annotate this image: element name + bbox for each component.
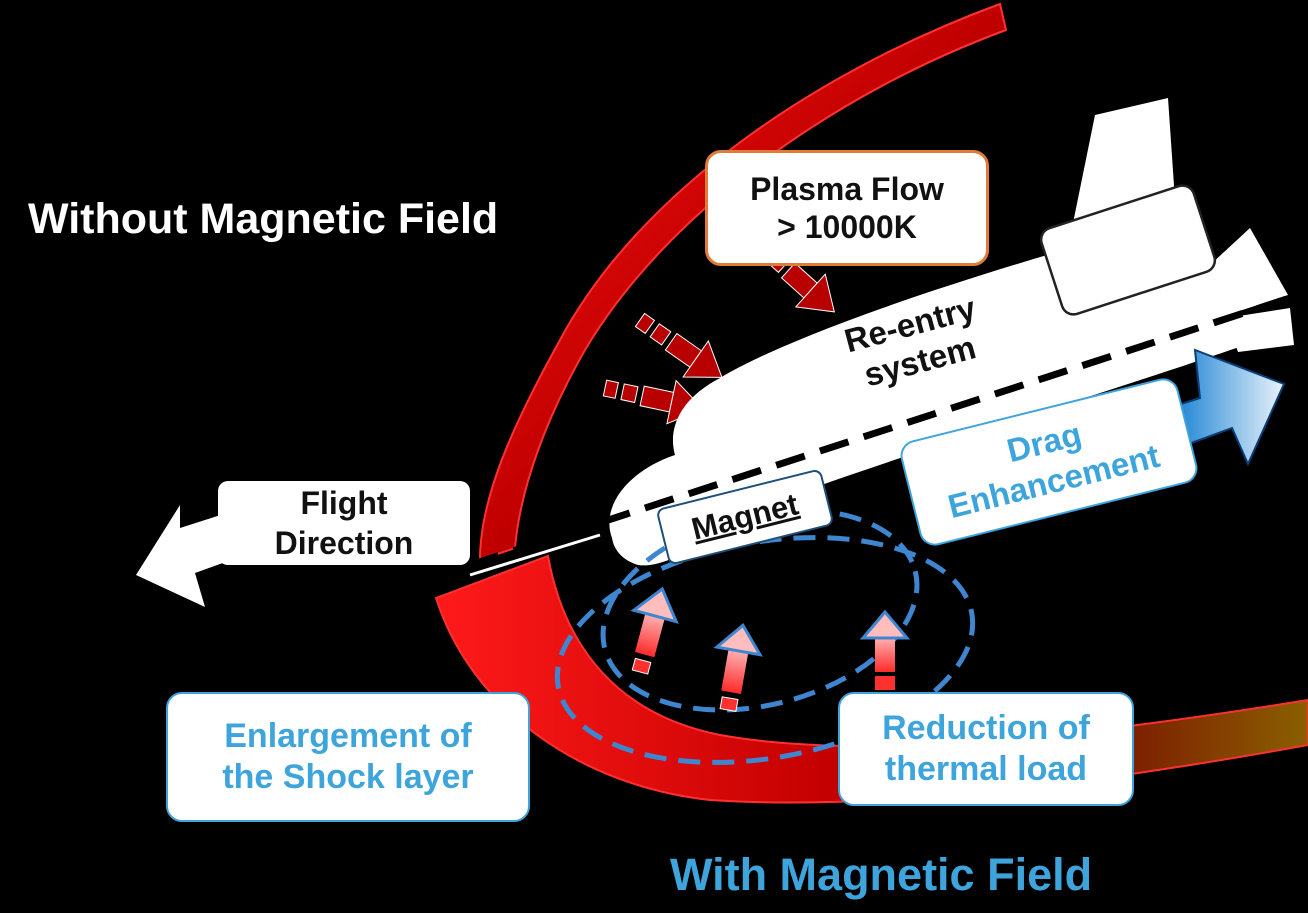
flight-arrow-icon <box>136 505 245 607</box>
flight-direction-line-1: Flight <box>300 485 388 521</box>
plasma-flow-line-1: Plasma Flow <box>750 170 944 207</box>
plasma-flow-box: Plasma Flow > 10000K <box>705 150 989 266</box>
title-without-magnetic-field: Without Magnetic Field <box>28 195 499 243</box>
enlargement-line-2: the Shock layer <box>222 758 474 796</box>
reduction-line-2: thermal load <box>884 750 1088 788</box>
flight-direction-box: Flight Direction <box>218 481 470 565</box>
magnetic-field-line-inner <box>600 507 920 713</box>
reduction-line-1: Reduction of <box>882 709 1090 748</box>
flight-axis-line-upper <box>469 533 601 577</box>
flight-direction-line-2: Direction <box>274 525 414 561</box>
thermal-arrow-3 <box>859 609 911 690</box>
thermal-arrow-1 <box>630 586 679 675</box>
shuttle-oms-pod <box>1039 184 1217 316</box>
flight-axis-line <box>468 294 1292 569</box>
reduction-box: Reduction of thermal load <box>838 692 1134 806</box>
enlargement-line-1: Enlargement of <box>224 717 472 756</box>
plasma-flow-line-2: > 10000K <box>777 209 917 245</box>
enlargement-box: Enlargement of the Shock layer <box>166 692 530 822</box>
plasma-arrow-3 <box>602 379 704 425</box>
thermal-arrow-2 <box>713 623 764 712</box>
title-with-magnetic-field: With Magnetic Field <box>670 849 1093 900</box>
plasma-arrow-1 <box>634 312 723 378</box>
